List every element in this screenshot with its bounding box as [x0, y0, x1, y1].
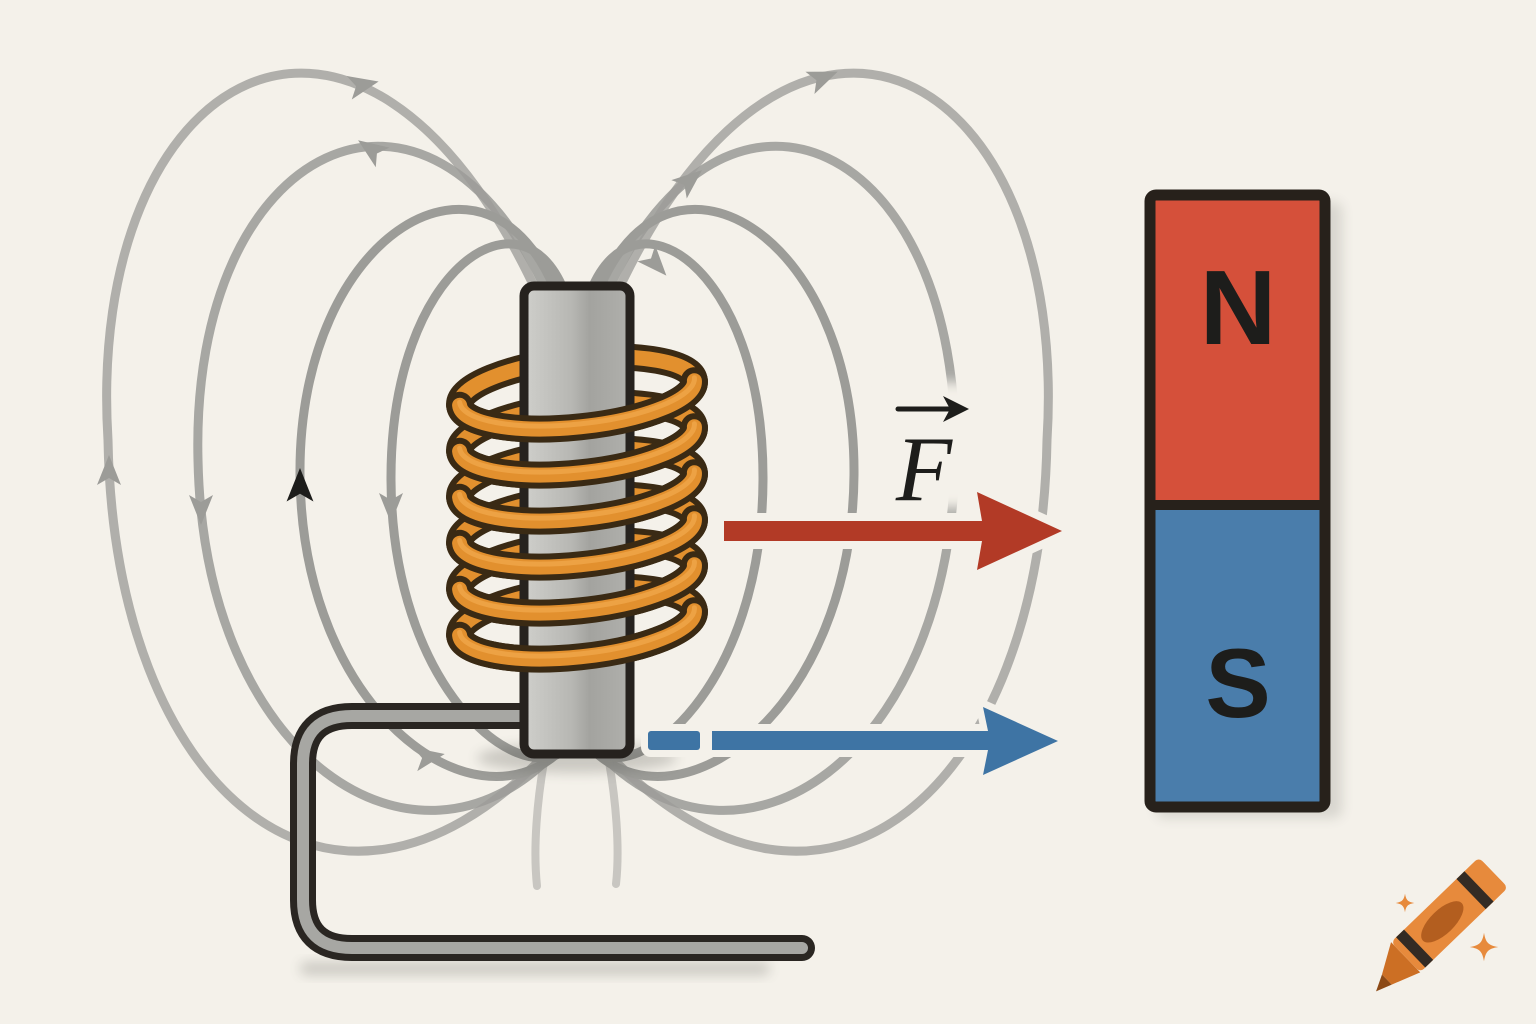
- magnet-frame: [1144, 189, 1331, 813]
- field-line-left-inner: [386, 239, 571, 763]
- circuit-wire: [290, 703, 815, 975]
- reaction-arrow: [641, 700, 1065, 782]
- reaction-arrow-shaft: [705, 700, 1065, 782]
- crayon-watermark-icon: [1376, 859, 1506, 992]
- force-arrow: [716, 484, 1070, 578]
- magnet-north-pole: [1150, 195, 1325, 505]
- bar-magnet: N S: [1144, 189, 1342, 818]
- field-line-right-3: [590, 204, 859, 781]
- magnet-south-pole: [1150, 505, 1325, 807]
- force-label: F: [895, 418, 953, 520]
- south-pole-label: S: [1205, 628, 1270, 738]
- field-line-right-outer: [607, 68, 1053, 856]
- field-line-left-2: [193, 141, 557, 815]
- north-pole-label: N: [1200, 249, 1277, 367]
- coil: [446, 367, 708, 673]
- vector-arrowhead-icon: [943, 396, 969, 422]
- force-label-group: F: [895, 396, 969, 520]
- reaction-arrow-dash: [641, 724, 707, 757]
- wire-shadow: [300, 962, 770, 975]
